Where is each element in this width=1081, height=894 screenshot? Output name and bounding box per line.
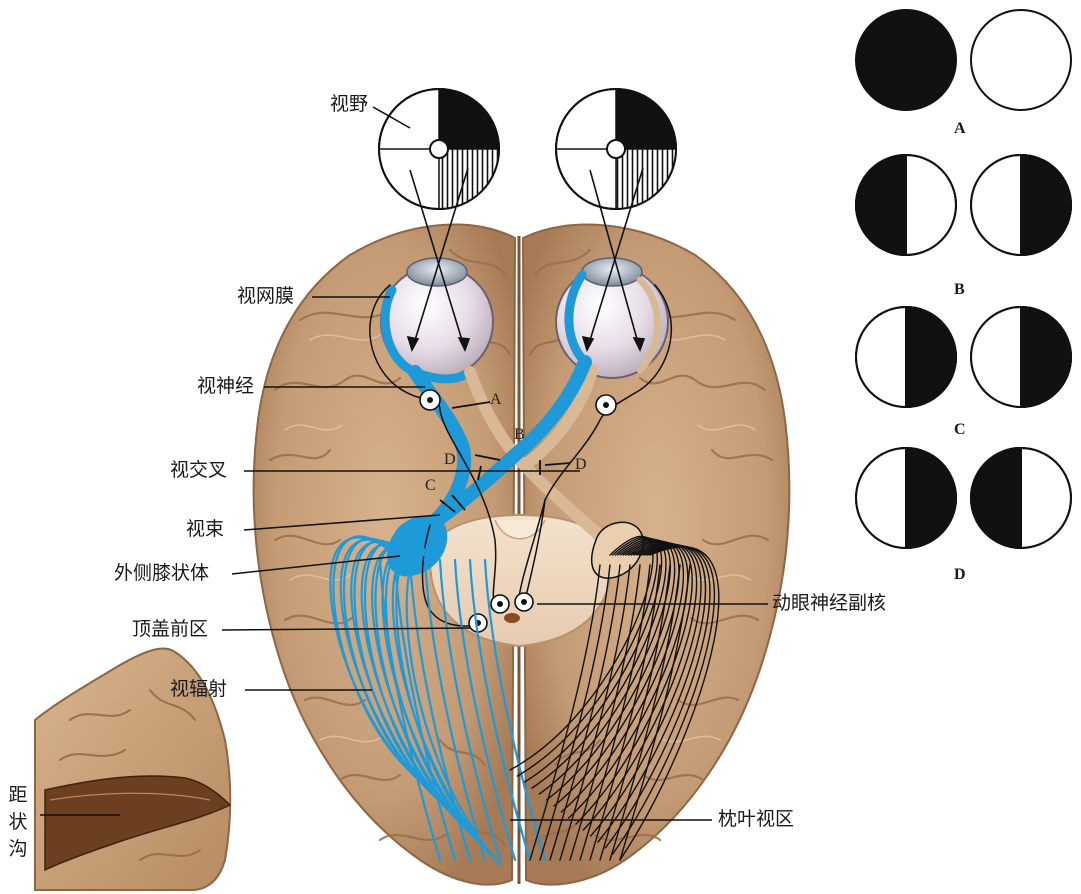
field-defect-C-left-eye (856, 307, 956, 407)
field-defect-D-right-eye (971, 448, 1071, 548)
label-edinger-westphal: 动眼神经副核 (772, 594, 886, 613)
field-defect-D-left-eye (856, 448, 956, 548)
label-visual-field: 视野 (330, 95, 368, 114)
field-defect-panels (856, 10, 1071, 548)
field-caption-B: B (954, 281, 965, 299)
field-defect-A-left-eye (856, 10, 956, 110)
visual-field-right (556, 89, 676, 209)
label-optic-tract: 视束 (186, 520, 224, 539)
point-B: B (514, 426, 525, 444)
field-defect-B-left-eye (856, 155, 956, 255)
label-calcarine-sulcus-3: 沟 (5, 836, 31, 863)
label-visual-cortex: 枕叶视区 (718, 810, 794, 829)
field-defect-B-right-eye (971, 155, 1071, 255)
point-D-right: D (575, 456, 587, 474)
label-calcarine-sulcus-2: 状 (5, 809, 31, 836)
label-calcarine-sulcus-1: 距 (5, 782, 31, 809)
field-caption-C: C (954, 421, 966, 439)
point-C: C (425, 477, 436, 495)
label-retina: 视网膜 (237, 287, 294, 306)
label-optic-radiation: 视辐射 (170, 680, 227, 699)
field-caption-D: D (954, 566, 966, 584)
visual-field-left (379, 89, 499, 209)
label-pretectal-area: 顶盖前区 (132, 620, 208, 639)
label-lgn: 外侧膝状体 (114, 564, 209, 583)
point-A: A (490, 391, 502, 409)
point-D-left: D (444, 451, 456, 469)
field-caption-A: A (954, 120, 966, 138)
field-defect-A-right-eye (971, 10, 1071, 110)
field-defect-C-right-eye (971, 307, 1071, 407)
label-optic-nerve: 视神经 (197, 377, 254, 396)
label-optic-chiasm: 视交叉 (170, 461, 227, 480)
